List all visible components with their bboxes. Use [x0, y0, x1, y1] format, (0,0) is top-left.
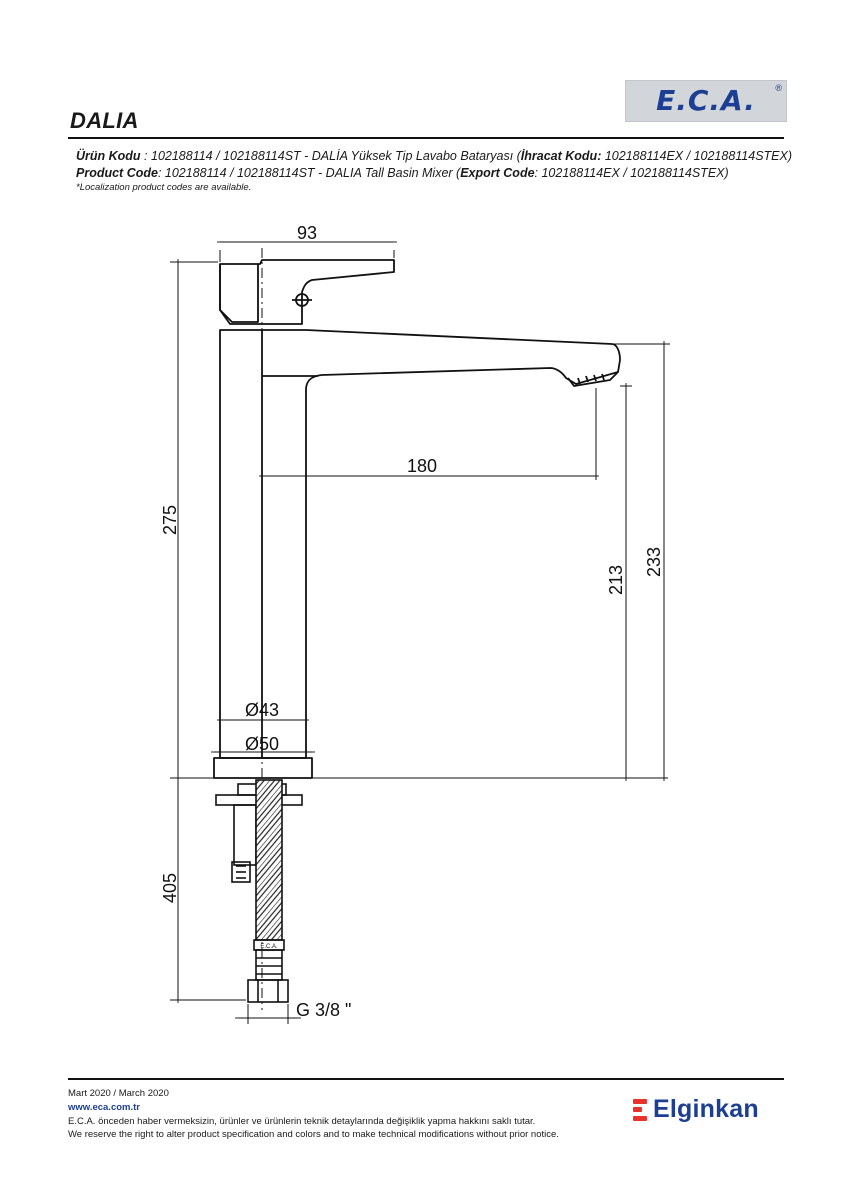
aerator [567, 371, 619, 387]
product-code-tr: Ürün Kodu : 102188114 / 102188114ST - DA… [76, 149, 792, 163]
dimension-lines [170, 241, 670, 1024]
dim-233: 233 [644, 547, 664, 577]
footer-divider [68, 1078, 784, 1080]
dim-180: 180 [407, 456, 437, 476]
footer-website: www.eca.com.tr [68, 1102, 140, 1113]
dim-g38: G 3/8 " [296, 1000, 351, 1020]
braided-hose [255, 779, 283, 941]
localization-note: *Localization product codes are availabl… [76, 182, 252, 193]
hose-connector: E.C.A. [247, 939, 289, 1003]
export-code-en-label: Export Code [460, 166, 535, 180]
dim-93: 93 [297, 223, 317, 243]
footer-disclaimer-tr: E.C.A. önceden haber vermeksizin, ürünle… [68, 1116, 536, 1127]
dim-d43: Ø43 [245, 700, 279, 720]
dim-405: 405 [160, 873, 180, 903]
threaded-rod [233, 804, 257, 866]
connection-nut [247, 979, 289, 1003]
dim-275: 275 [160, 505, 180, 535]
registered-mark: ® [775, 83, 782, 93]
handle-cap [219, 264, 259, 323]
product-code-en-text: : 102188114 / 102188114ST - DALIA Tall B… [157, 166, 461, 180]
eca-logo-text: E.C.A. [656, 84, 756, 117]
elginkan-logo: Elginkan [633, 1095, 759, 1124]
product-code-en: Product Code: 102188114 / 102188114ST - … [76, 166, 729, 180]
product-code-en-label: Product Code [76, 166, 158, 180]
base-flange [213, 757, 313, 779]
hose-tag: E.C.A. [260, 944, 278, 950]
product-title: DALIA [70, 108, 139, 133]
dimension-labels: 93 275 180 213 233 Ø43 Ø50 405 G 3/8 " [160, 223, 664, 1020]
dim-213: 213 [606, 565, 626, 595]
handle-lever [219, 259, 395, 325]
dim-d50: Ø50 [245, 734, 279, 754]
elginkan-mark-icon [633, 1098, 647, 1121]
footer-disclaimer-en: We reserve the right to alter product sp… [68, 1129, 559, 1140]
product-code-tr-text: : 102188114 / 102188114ST - DALİA Yüksek… [140, 149, 521, 163]
export-code-en-text: : 102188114EX / 102188114STEX) [534, 166, 729, 180]
elginkan-logo-text: Elginkan [653, 1095, 759, 1123]
column [219, 329, 621, 759]
eca-logo: E.C.A. ® [625, 80, 787, 122]
technical-drawing: E.C.A. [160, 223, 670, 1024]
footer-date: Mart 2020 / March 2020 [68, 1088, 169, 1099]
header-divider [68, 137, 784, 139]
product-code-tr-label: Ürün Kodu [76, 149, 141, 163]
export-code-tr-text: 102188114EX / 102188114STEX) [601, 149, 793, 163]
export-code-tr-label: İhracat Kodu: [520, 149, 602, 163]
